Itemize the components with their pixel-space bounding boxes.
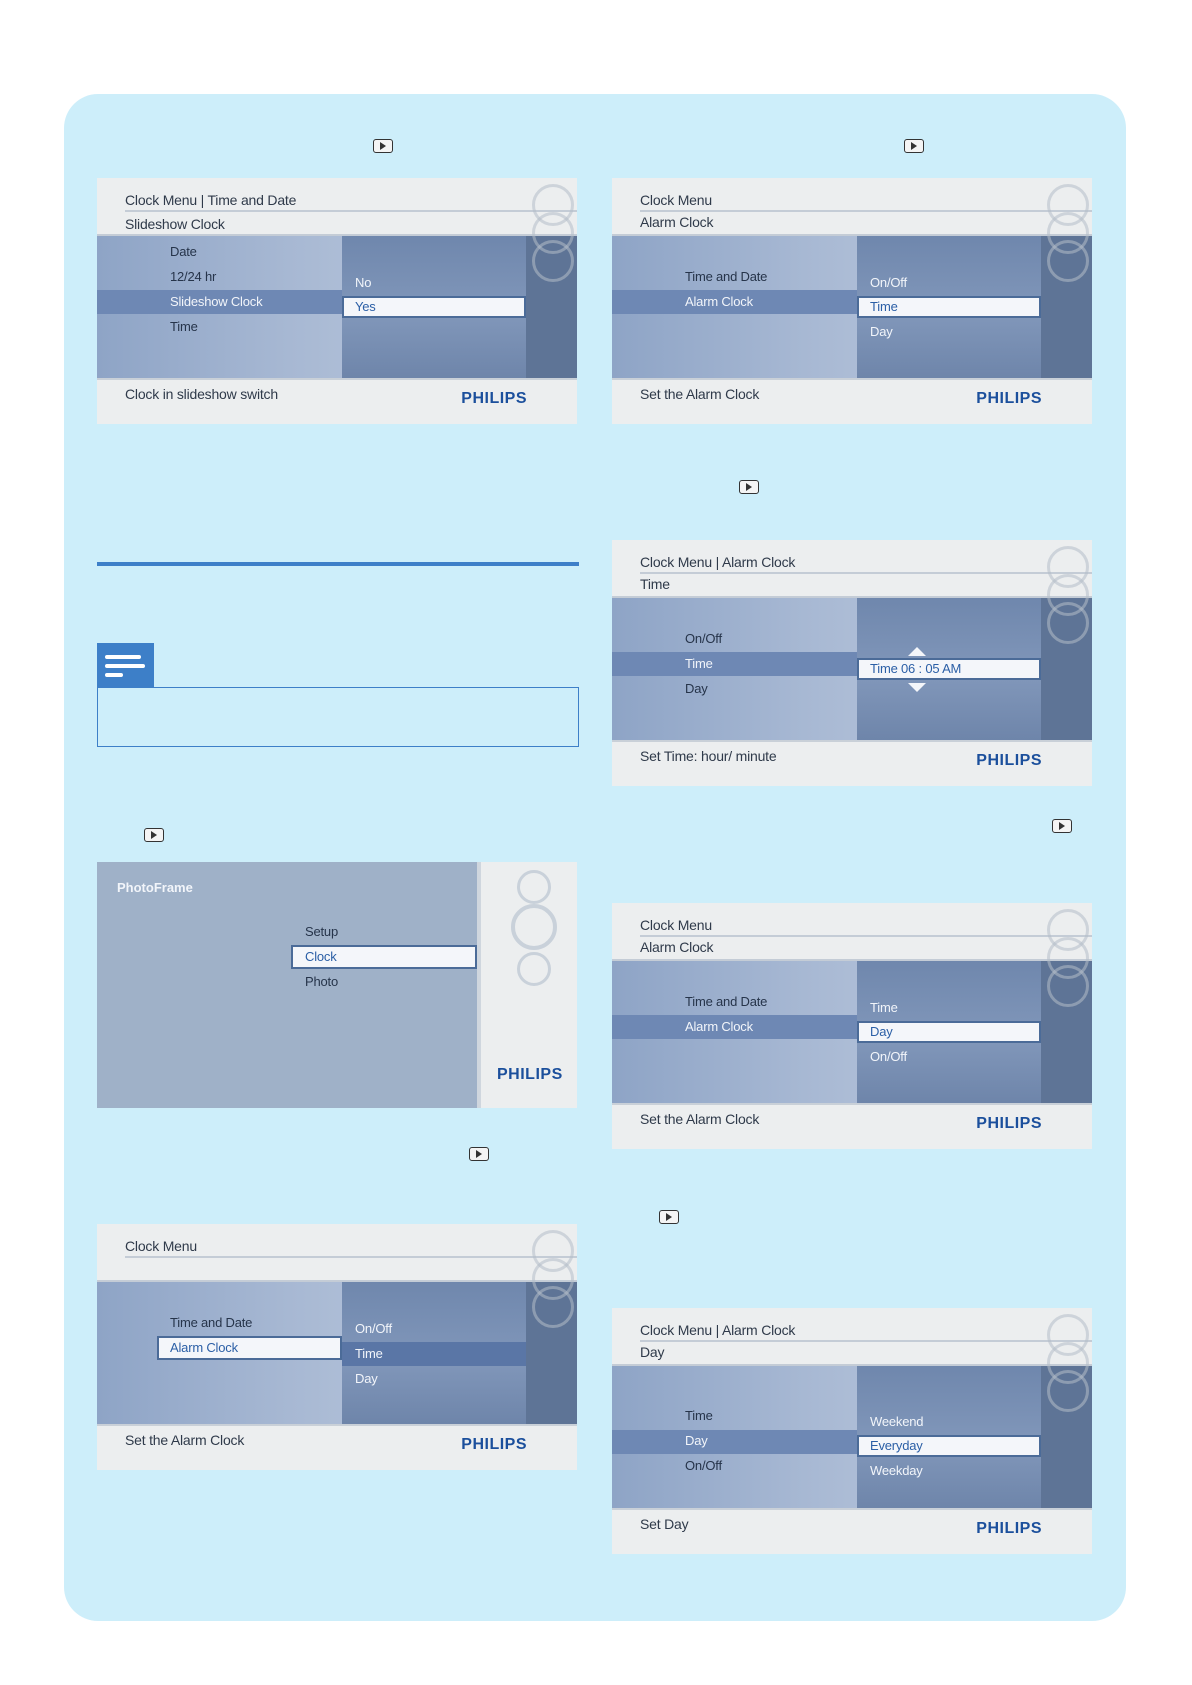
screen-title: Clock Menu | Alarm Clock xyxy=(640,554,796,570)
play-icon xyxy=(373,139,393,153)
menu-item-date[interactable]: Date xyxy=(170,244,197,259)
philips-logo: PHILIPS xyxy=(497,1066,563,1083)
option-on-off[interactable]: On/Off xyxy=(355,1321,392,1336)
option-no[interactable]: No xyxy=(355,275,372,290)
menu-item-time[interactable]: Time xyxy=(685,656,713,671)
screen-title: Clock Menu xyxy=(640,192,712,208)
screen-title: Clock Menu | Time and Date xyxy=(125,192,297,208)
screen-footer: Clock in slideshow switch xyxy=(125,386,278,402)
menu-item-clock[interactable]: Clock xyxy=(305,949,337,964)
screenshot-clock-menu: Clock Menu Time and Date Alarm Clock On/… xyxy=(97,1224,577,1470)
menu-item-photo[interactable]: Photo xyxy=(305,974,338,989)
screen-footer: Set the Alarm Clock xyxy=(640,1111,760,1127)
screen-title: Clock Menu | Alarm Clock xyxy=(640,1322,796,1338)
option-time[interactable]: Time xyxy=(870,299,898,314)
philips-logo: PHILIPS xyxy=(976,390,1042,407)
play-icon xyxy=(144,828,164,842)
menu-item-slideshow-clock[interactable]: Slideshow Clock xyxy=(170,294,263,309)
play-icon xyxy=(904,139,924,153)
screen-subtitle: Alarm Clock xyxy=(640,939,714,955)
menu-item-day[interactable]: Day xyxy=(685,681,708,696)
screenshot-photoframe: PhotoFrame Setup Clock Photo PHILIPS xyxy=(97,862,577,1108)
screen-footer: Set the Alarm Clock xyxy=(125,1432,245,1448)
time-value[interactable]: Time 06 : 05 AM xyxy=(870,661,962,676)
option-weekday[interactable]: Weekday xyxy=(870,1463,923,1478)
screen-footer: Set the Alarm Clock xyxy=(640,386,760,402)
menu-item-time[interactable]: Time xyxy=(685,1408,713,1423)
arrow-up-icon[interactable] xyxy=(908,647,926,656)
option-weekend[interactable]: Weekend xyxy=(870,1414,924,1429)
arrow-down-icon[interactable] xyxy=(908,683,926,692)
play-icon xyxy=(659,1210,679,1224)
menu-item-time[interactable]: Time xyxy=(170,319,198,334)
menu-item-alarm-clock[interactable]: Alarm Clock xyxy=(685,1019,753,1034)
screenshot-set-time: Clock Menu | Alarm Clock Time On/Off Tim… xyxy=(612,540,1092,786)
menu-item-day[interactable]: Day xyxy=(685,1433,708,1448)
screen-subtitle: Alarm Clock xyxy=(640,214,714,230)
option-day[interactable]: Day xyxy=(355,1371,378,1386)
screenshot-set-day: Clock Menu | Alarm Clock Day Time Day On… xyxy=(612,1308,1092,1554)
dial-icon xyxy=(511,870,557,990)
menu-item-time-and-date[interactable]: Time and Date xyxy=(170,1315,253,1330)
note-icon xyxy=(97,643,154,687)
menu-item-on-off[interactable]: On/Off xyxy=(685,631,722,646)
menu-item-time-and-date[interactable]: Time and Date xyxy=(685,994,768,1009)
option-on-off[interactable]: On/Off xyxy=(870,275,907,290)
screen-footer: Set Time: hour/ minute xyxy=(640,748,777,764)
menu-item-alarm-clock[interactable]: Alarm Clock xyxy=(685,294,753,309)
philips-logo: PHILIPS xyxy=(976,1520,1042,1537)
screenshot-alarm-clock-day: Clock Menu Alarm Clock Time and Date Ala… xyxy=(612,903,1092,1149)
screen-subtitle: Time xyxy=(640,576,670,592)
philips-logo: PHILIPS xyxy=(976,752,1042,769)
option-time[interactable]: Time xyxy=(355,1346,383,1361)
option-day[interactable]: Day xyxy=(870,324,893,339)
screen-title: Clock Menu xyxy=(640,917,712,933)
menu-item-setup[interactable]: Setup xyxy=(305,924,338,939)
screen-title: Clock Menu xyxy=(125,1238,197,1254)
play-icon xyxy=(469,1147,489,1161)
philips-logo: PHILIPS xyxy=(976,1115,1042,1132)
menu-item-12-24-hr[interactable]: 12/24 hr xyxy=(170,269,217,284)
section-divider xyxy=(97,562,579,566)
menu-item-alarm-clock[interactable]: Alarm Clock xyxy=(170,1340,238,1355)
play-icon xyxy=(739,480,759,494)
philips-logo: PHILIPS xyxy=(461,1436,527,1453)
option-yes[interactable]: Yes xyxy=(355,299,376,314)
option-day[interactable]: Day xyxy=(870,1024,893,1039)
play-icon xyxy=(1052,819,1072,833)
screenshot-alarm-clock-time: Clock Menu Alarm Clock Time and Date Ala… xyxy=(612,178,1092,424)
option-time[interactable]: Time xyxy=(870,1000,898,1015)
screen-subtitle: Slideshow Clock xyxy=(125,216,225,232)
screenshot-slideshow-clock: Clock Menu | Time and Date Slideshow Clo… xyxy=(97,178,577,424)
screen-subtitle: Day xyxy=(640,1344,665,1360)
screen-footer: Set Day xyxy=(640,1516,689,1532)
philips-logo: PHILIPS xyxy=(461,390,527,407)
option-everyday[interactable]: Everyday xyxy=(870,1438,923,1453)
menu-item-on-off[interactable]: On/Off xyxy=(685,1458,722,1473)
note-box xyxy=(97,687,579,747)
option-on-off[interactable]: On/Off xyxy=(870,1049,907,1064)
screen-title: PhotoFrame xyxy=(117,880,193,895)
menu-item-time-and-date[interactable]: Time and Date xyxy=(685,269,768,284)
